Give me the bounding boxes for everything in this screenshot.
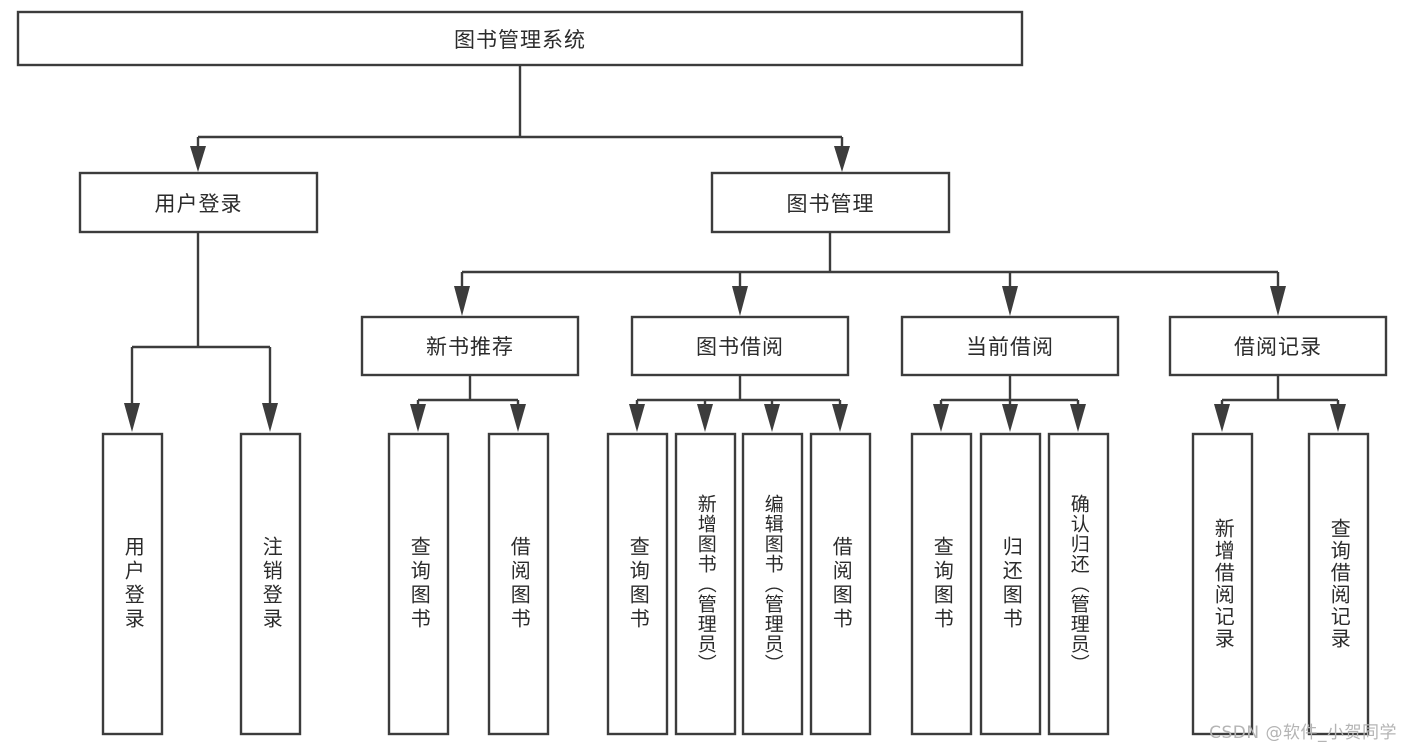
node-box-leaf-9[interactable]	[979, 432, 1042, 736]
node-box-root[interactable]	[16, 10, 1024, 67]
connector-layer	[124, 65, 1346, 432]
arrow-head-borrow-leaf-1	[629, 404, 645, 432]
node-box-leaf-7[interactable]	[809, 432, 872, 736]
node-box-current-borrow[interactable]	[900, 315, 1120, 377]
arrow-head-to-user-login	[190, 146, 206, 172]
node-box-leaf-3[interactable]	[487, 432, 550, 736]
node-box-leaf-0[interactable]	[101, 432, 164, 736]
arrow-head-current-leaf-2	[1002, 404, 1018, 432]
node-box-leaf-2[interactable]	[387, 432, 450, 736]
node-box-book-manage[interactable]	[710, 171, 951, 234]
node-box-leaf-1[interactable]	[239, 432, 302, 736]
node-box-leaf-5[interactable]	[674, 432, 737, 736]
arrow-head-to-new-book-rec	[454, 286, 470, 316]
arrow-head-rec-leaf-1	[410, 404, 426, 432]
node-box-book-borrow[interactable]	[630, 315, 850, 377]
node-box-leaf-10[interactable]	[1047, 432, 1110, 736]
node-box-leaf-12[interactable]	[1307, 432, 1370, 736]
node-box-leaf-11[interactable]	[1191, 432, 1254, 736]
arrow-head-user-leaf-2	[262, 403, 278, 432]
node-box-new-book-recommend[interactable]	[360, 315, 580, 377]
arrow-head-rec-leaf-2	[510, 404, 526, 432]
node-box-leaf-4[interactable]	[606, 432, 669, 736]
arrow-head-record-leaf-2	[1330, 404, 1346, 432]
arrow-head-current-leaf-1	[933, 404, 949, 432]
arrow-head-user-leaf-1	[124, 403, 140, 432]
node-box-leaf-8[interactable]	[910, 432, 973, 736]
arrow-head-to-book-manage	[834, 146, 850, 172]
arrow-head-to-borrow-record	[1270, 286, 1286, 316]
arrow-head-borrow-leaf-3	[764, 404, 780, 432]
arrow-head-borrow-leaf-2	[697, 404, 713, 432]
node-box-borrow-record[interactable]	[1168, 315, 1388, 377]
arrow-head-to-book-borrow	[732, 286, 748, 316]
node-box-layer	[16, 10, 1388, 736]
node-box-leaf-6[interactable]	[741, 432, 804, 736]
arrow-head-borrow-leaf-4	[832, 404, 848, 432]
arrow-head-to-current-borrow	[1002, 286, 1018, 316]
arrow-head-current-leaf-3	[1070, 404, 1086, 432]
node-box-user-login[interactable]	[78, 171, 319, 234]
arrow-head-record-leaf-1	[1214, 404, 1230, 432]
